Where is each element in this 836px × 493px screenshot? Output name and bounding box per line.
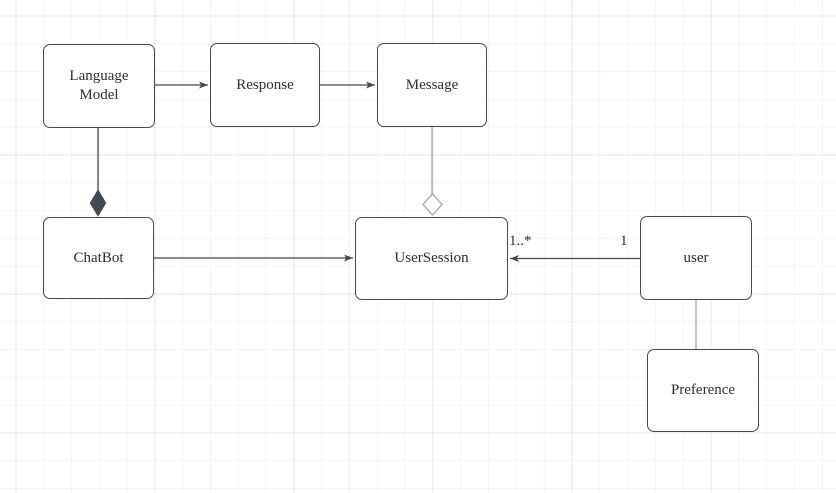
class-label-user: user — [683, 249, 709, 266]
class-box-chatbot[interactable]: ChatBot — [43, 217, 154, 299]
class-label-usersession: UserSession — [394, 250, 469, 266]
multiplicity-label-usersession-end[interactable]: 1..* — [509, 233, 532, 249]
class-label-preference: Preference — [670, 382, 736, 398]
class-box-message[interactable]: Message — [377, 43, 487, 127]
class-label-message: Message — [405, 76, 459, 93]
class-label-chatbot: ChatBot — [73, 249, 124, 266]
class-box-preference[interactable]: Preference — [647, 349, 759, 432]
class-box-usersession[interactable]: UserSession — [355, 217, 508, 300]
class-label-response: Response — [236, 76, 294, 93]
multiplicity-label-user-end[interactable]: 1 — [620, 233, 628, 249]
class-box-language-model[interactable]: Language Model — [43, 44, 155, 128]
class-box-user[interactable]: user — [640, 216, 752, 300]
aggregation-diamond-icon[interactable] — [422, 193, 443, 216]
class-box-response[interactable]: Response — [210, 43, 320, 127]
class-label-language-model: Language Model — [69, 68, 129, 103]
composition-diamond-icon[interactable] — [89, 189, 107, 217]
